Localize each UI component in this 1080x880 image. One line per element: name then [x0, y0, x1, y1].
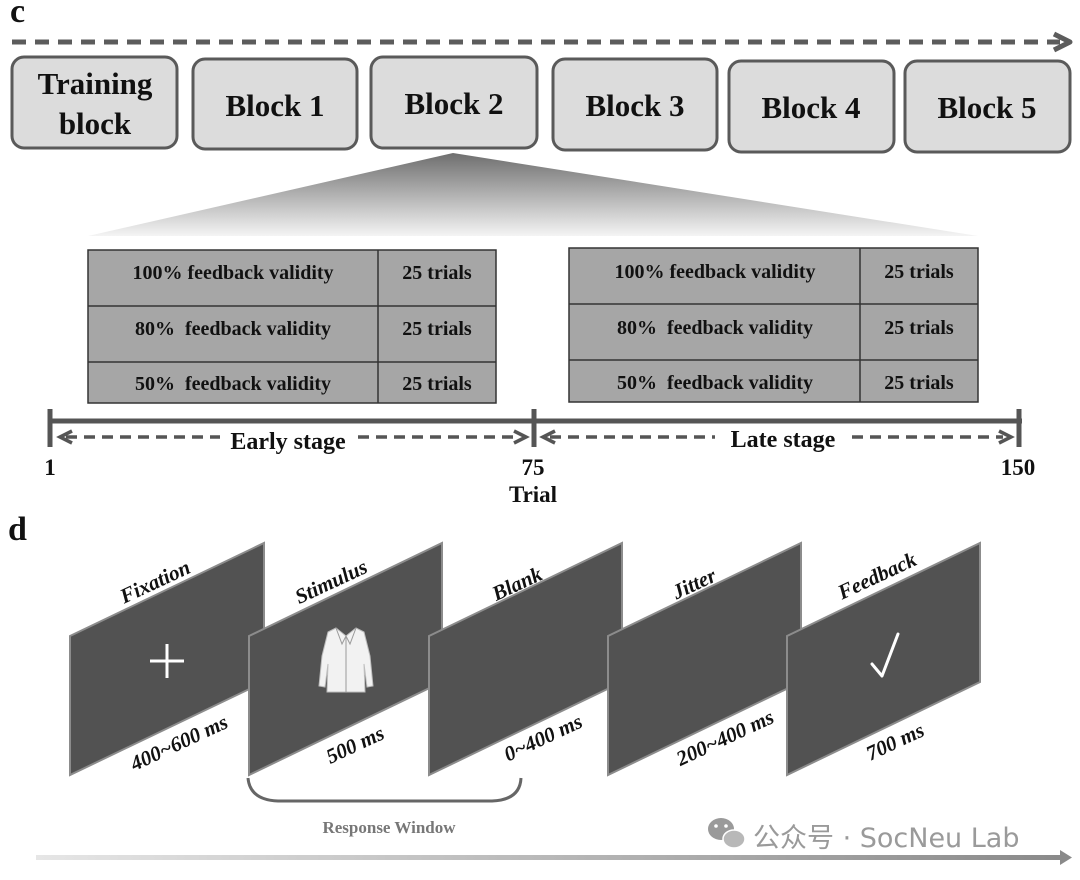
- block-1-label: Block 1: [225, 88, 324, 123]
- watermark: 公众号 · SocNeu Lab: [708, 818, 1019, 854]
- table-row-trials: 25 trials: [402, 318, 472, 340]
- table-row-condition: 100% feedback validity: [132, 262, 333, 284]
- block-5: Block 5: [903, 59, 1072, 154]
- late-stage-label: Late stage: [731, 427, 836, 453]
- block-2-label: Block 2: [404, 86, 503, 121]
- table-row-condition: 50% feedback validity: [617, 372, 813, 394]
- watermark-text: 公众号 · SocNeu Lab: [753, 823, 1019, 854]
- early-stage-label: Early stage: [230, 429, 346, 455]
- fixation-cross-icon: [150, 644, 184, 678]
- block-5-label: Block 5: [937, 90, 1036, 125]
- block-2: Block 2: [369, 55, 539, 150]
- block-3: Block 3: [551, 57, 719, 152]
- trial-timeline: Early stage Late stage 1 75 150 Trial: [44, 409, 1035, 507]
- block-4: Block 4: [727, 59, 896, 154]
- bottom-time-arrow: [36, 850, 1072, 865]
- table-row-trials: 25 trials: [402, 373, 472, 395]
- response-window-bracket: [246, 777, 523, 803]
- block-3-label: Block 3: [585, 88, 684, 123]
- wechat-icon: [708, 818, 746, 849]
- table-row-trials: 25 trials: [884, 372, 954, 394]
- panel-c-label: c: [10, 0, 25, 30]
- table-row-trials: 25 trials: [402, 262, 472, 284]
- coat-stimulus-icon: [318, 627, 374, 693]
- block-training: Training block: [10, 55, 179, 150]
- tick-label-mid: 75: [522, 455, 545, 480]
- block-1: Block 1: [191, 57, 359, 151]
- stimulus-screen: Stimulus 500 ms: [248, 541, 443, 777]
- table-row-condition: 100% feedback validity: [614, 261, 815, 283]
- response-window-label: Response Window: [322, 818, 456, 837]
- table-row-condition: 80% feedback validity: [617, 317, 813, 339]
- block-training-label-line1: Training: [38, 66, 153, 101]
- fixation-screen: Fixation 400~600 ms: [69, 541, 265, 777]
- blank-screen: Blank 0~400 ms: [428, 541, 623, 777]
- panel-d-label: d: [8, 511, 27, 548]
- feedback-screen: Feedback 700 ms: [786, 541, 981, 777]
- early-stage-table: 100% feedback validity 25 trials 80% fee…: [87, 249, 497, 404]
- top-dashed-arrow: [12, 31, 1073, 53]
- late-stage-table: 100% feedback validity 25 trials 80% fee…: [568, 247, 979, 403]
- table-row-condition: 50% feedback validity: [135, 373, 331, 395]
- check-mark-icon: [870, 632, 900, 678]
- table-row-trials: 25 trials: [884, 261, 954, 283]
- block-training-label-line2: block: [59, 106, 132, 141]
- jitter-screen: Jitter 200~400 ms: [607, 541, 802, 777]
- tick-label-start: 1: [44, 455, 56, 480]
- trial-axis-label: Trial: [509, 482, 557, 507]
- block-2-expansion-fan: [88, 153, 978, 236]
- table-row-trials: 25 trials: [884, 317, 954, 339]
- block-4-label: Block 4: [761, 90, 860, 125]
- table-row-condition: 80% feedback validity: [135, 318, 331, 340]
- tick-label-end: 150: [1001, 455, 1036, 480]
